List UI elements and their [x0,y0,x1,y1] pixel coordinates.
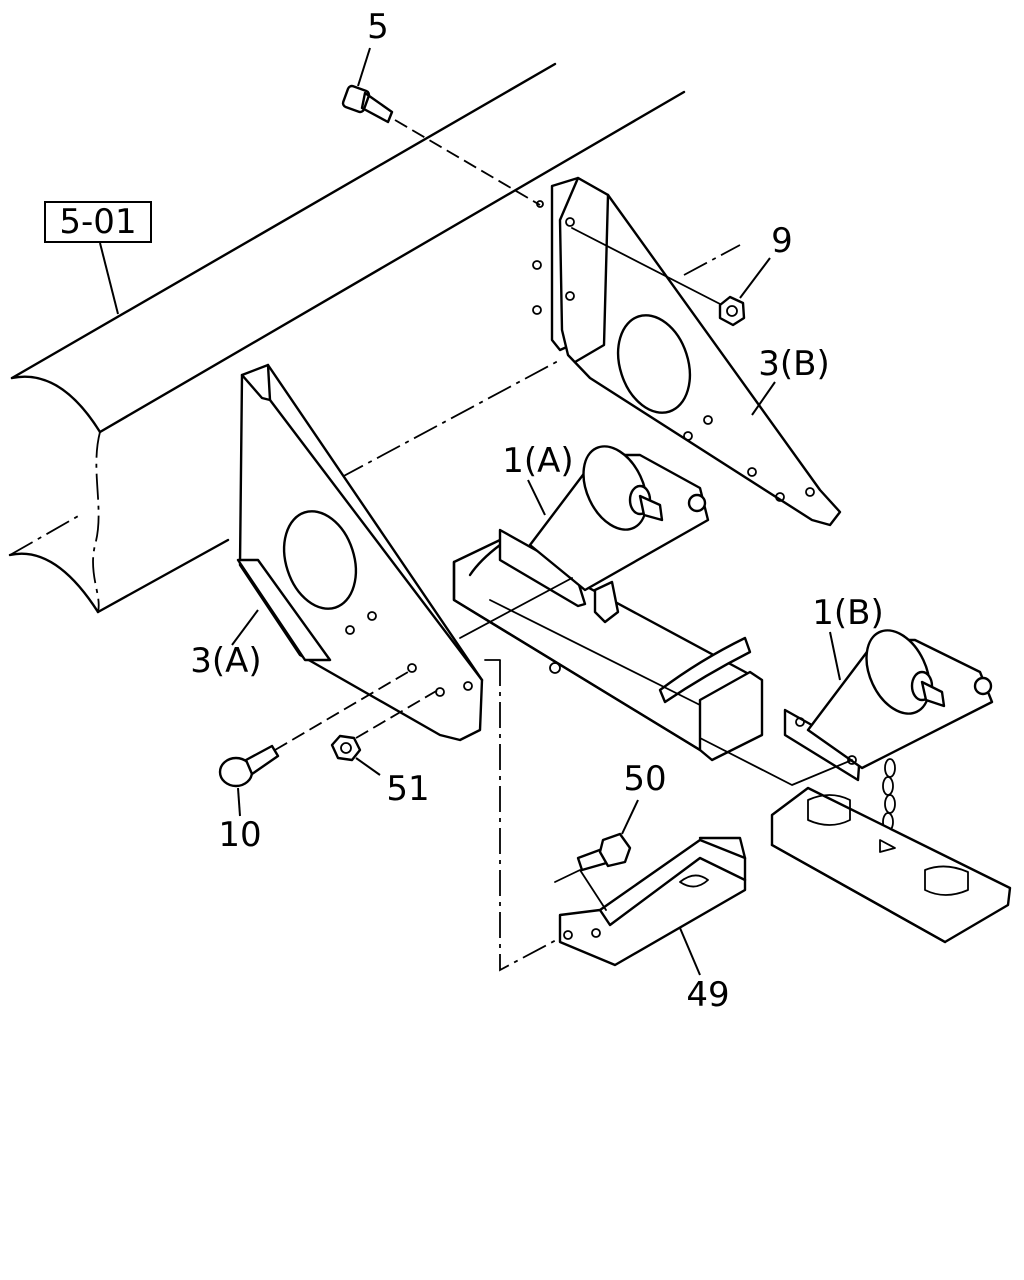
callout-1b: 1(B) [812,593,884,633]
leader-10 [237,787,241,817]
callout-3b: 3(B) [758,344,830,384]
bracket-49 [558,836,747,967]
nut-9 [718,295,746,327]
nut-51-axis [355,689,439,739]
cross-member [452,538,764,762]
leader-9 [739,257,771,299]
callout-10: 10 [218,815,261,855]
winch-1b [783,629,994,782]
leader-51 [355,757,381,776]
leader-5 [357,47,371,87]
hole-axis-9 [571,227,723,306]
winch-1a-axis [459,577,573,639]
bolt-50 [576,832,632,872]
bolt-5-axis [394,119,541,206]
callout-50: 50 [623,759,666,799]
bracket-3b [532,176,842,527]
bolt-10 [218,744,280,788]
bolt-5 [341,84,394,124]
frame-rail [8,62,741,614]
bracket-49-edge [554,869,607,911]
callout-49: 49 [686,975,729,1015]
callout-5: 5 [367,7,389,47]
leader-49 [679,927,701,976]
reference-leader [99,242,119,315]
reference-label: 5-01 [59,202,136,242]
callout-9: 9 [771,221,793,261]
winch-1a [498,445,710,624]
winch-1b-axis [699,737,853,786]
leader-1b [829,631,841,681]
bracket-3a [236,363,484,742]
leader-50 [621,799,639,835]
callout-3a: 3(A) [190,641,261,681]
reference-box[interactable]: 5-01 [44,201,152,243]
assembly-line-49 [499,660,561,972]
leader-1a [527,479,546,516]
callout-1a: 1(A) [502,441,573,481]
leader-3a [231,609,259,646]
callout-51: 51 [386,769,429,809]
carrier-plate [770,786,1012,944]
nut-51 [330,734,362,762]
leader-3b [751,381,776,416]
bolt-10-axis [274,671,409,751]
